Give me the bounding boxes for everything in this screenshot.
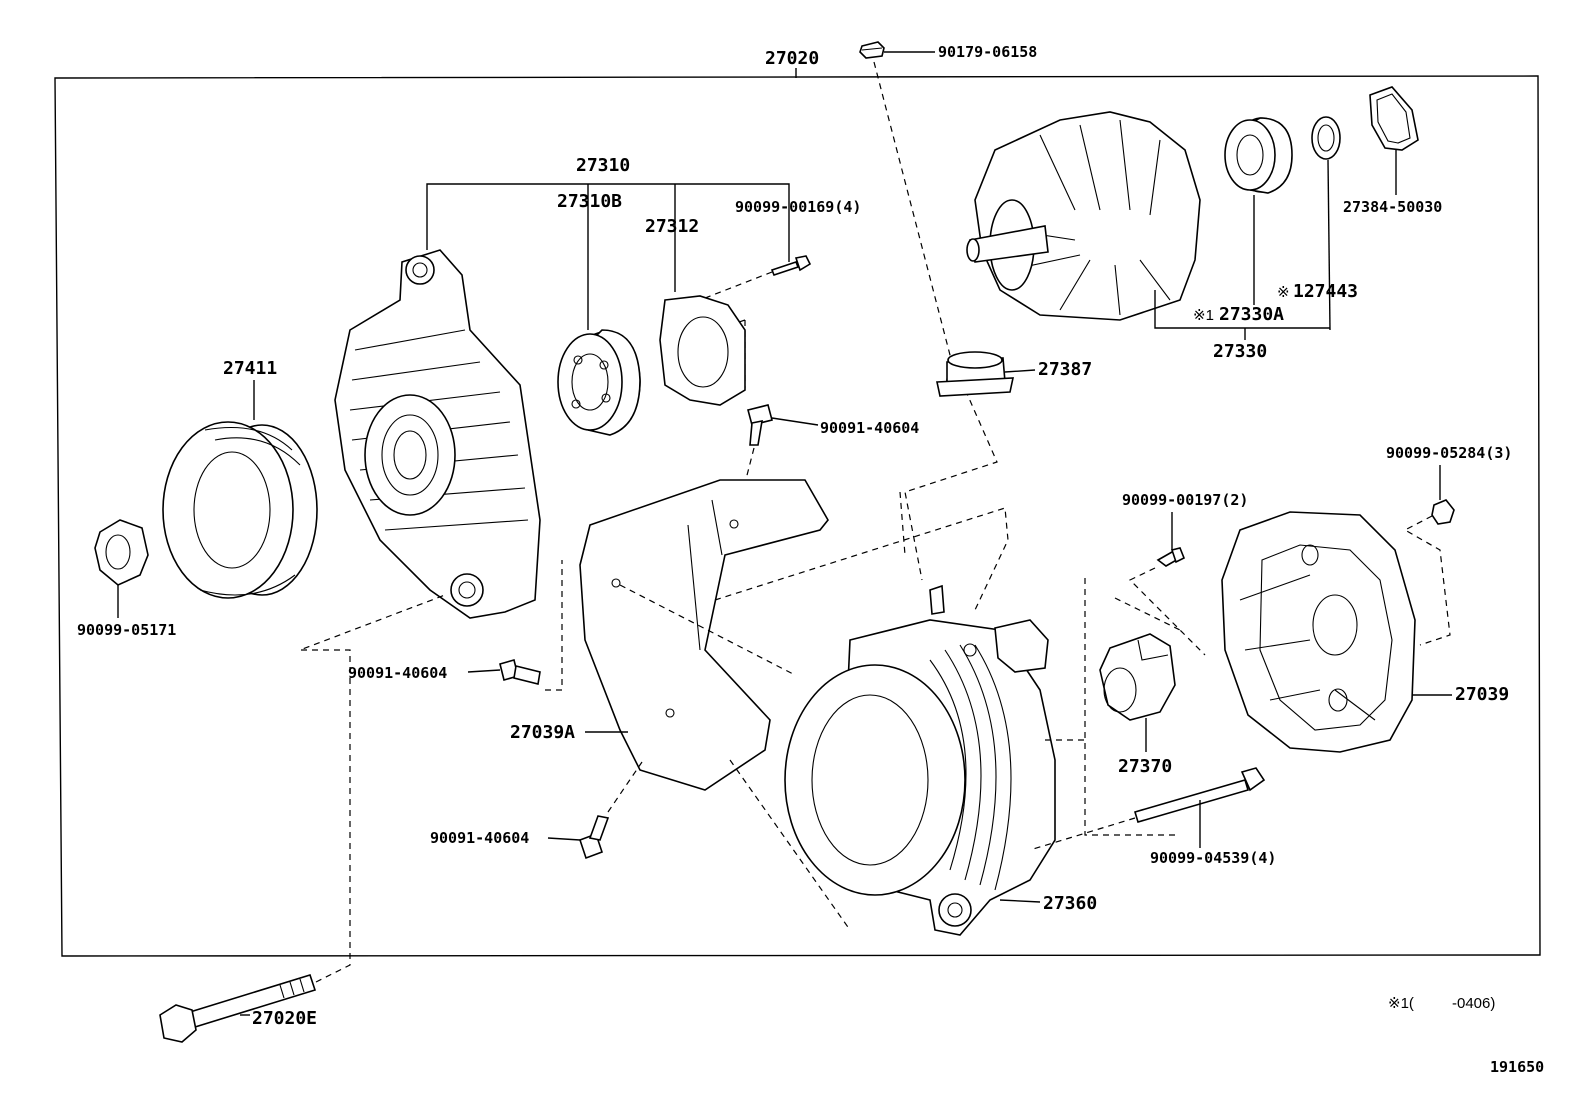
leader-insulator xyxy=(1004,369,1036,373)
retainer-plate-icon xyxy=(659,295,746,406)
rotor-icon xyxy=(966,111,1201,321)
label-nut-rear: 90099-05284(3) xyxy=(1386,444,1512,462)
nut-rear-icon xyxy=(1431,499,1455,525)
leader-ring xyxy=(1327,159,1331,331)
figure-number: 191650 xyxy=(1490,1058,1544,1076)
dash-nut-rear xyxy=(1403,515,1451,646)
label-cover-plate: 27039A xyxy=(510,722,575,743)
leader-bolt-cover-top xyxy=(771,417,819,426)
dash-frame-housing xyxy=(729,491,906,931)
label-bolt-cover-top: 90091-40604 xyxy=(820,419,919,437)
label-drive-frame: 27310 xyxy=(576,155,630,176)
screw-brush-icon xyxy=(1156,547,1186,567)
label-stator: 27360 xyxy=(1043,893,1097,914)
label-bolt-cover-left: 90091-40604 xyxy=(348,664,447,682)
leader-bolt-cover-bottom xyxy=(547,837,581,841)
rear-cover-icon xyxy=(1221,511,1416,753)
label-nut: 90099-05171 xyxy=(77,621,176,639)
label-rotor: 27330 xyxy=(1213,341,1267,362)
label-retainer: 27312 xyxy=(645,216,699,237)
bearing-rear-icon xyxy=(1224,117,1293,194)
dash-screw-brush xyxy=(1114,567,1206,656)
drive-frame-icon xyxy=(334,249,541,619)
dash-mount-bolt xyxy=(299,594,446,983)
footnote-range: -0406) xyxy=(1452,995,1495,1012)
label-insulator: 27387 xyxy=(1038,359,1092,380)
label-through-bolt: 90099-04539(4) xyxy=(1150,849,1276,867)
dash-bolt-cover-bottom xyxy=(607,761,643,813)
dash-stator-frame xyxy=(714,507,1175,836)
stator-icon xyxy=(784,584,1056,936)
label-drive-frame-sub: 27310B xyxy=(557,191,622,212)
bolt-cover-bottom-icon xyxy=(578,815,610,860)
label-assembly: 27020 xyxy=(765,48,819,69)
dash-through-bolt xyxy=(1029,817,1136,851)
label-brush-holder: 27370 xyxy=(1118,756,1172,777)
mark-ring: ※ xyxy=(1277,284,1290,301)
cover-plate-icon xyxy=(579,479,829,791)
label-bolt-top: 90179-06158 xyxy=(938,43,1037,61)
label-ring: 127443 xyxy=(1293,281,1358,302)
label-rear-cover: 27039 xyxy=(1455,684,1509,705)
brush-holder-icon xyxy=(1099,633,1176,721)
label-mount-bolt: 27020E xyxy=(252,1008,317,1029)
screw-retainer-icon xyxy=(770,255,812,276)
dash-bolt-cover-left xyxy=(545,560,796,691)
bolt-top-icon xyxy=(859,41,885,59)
assembly-frame xyxy=(54,75,1541,957)
bolt-cover-left-icon xyxy=(499,659,541,685)
label-screw-retainer: 90099-00169(4) xyxy=(735,198,861,216)
leader-bolt-cover-left xyxy=(467,669,501,673)
bearing-front-icon xyxy=(557,329,641,436)
mount-bolt-icon xyxy=(159,974,317,1043)
label-pulley: 27411 xyxy=(223,358,277,379)
insulator-icon xyxy=(936,351,1015,397)
collar-icon xyxy=(1369,86,1419,151)
label-bearing-rear: 27330A xyxy=(1219,304,1284,325)
nut-pulley-icon xyxy=(94,519,149,586)
ring-icon xyxy=(1311,116,1341,160)
bracket-rotor xyxy=(1154,290,1330,329)
bolt-cover-top-icon xyxy=(747,404,773,446)
dash-bolt-top xyxy=(873,61,998,581)
pulley-icon xyxy=(162,421,318,599)
footnote-mark: ※1( xyxy=(1388,995,1414,1012)
label-screw-brush: 90099-00197(2) xyxy=(1122,491,1248,509)
label-bolt-cover-bottom: 90091-40604 xyxy=(430,829,529,847)
mark-bearing-rear: ※1 xyxy=(1193,307,1214,324)
leader-stator xyxy=(999,899,1041,903)
through-bolt-icon xyxy=(1134,767,1266,823)
label-collar: 27384-50030 xyxy=(1343,198,1442,216)
bracket-drive-frame xyxy=(426,183,790,262)
